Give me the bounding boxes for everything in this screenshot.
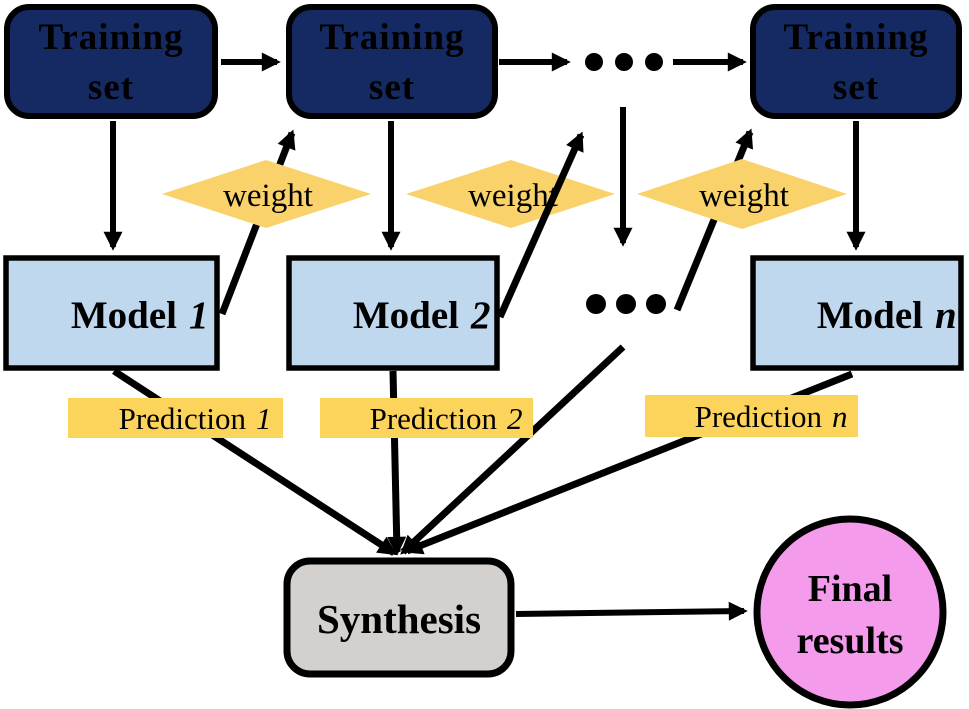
training-set-1-box [4,4,218,119]
svg-text:Training: Training [319,17,464,58]
svg-text:n: n [935,294,957,337]
model-n-label: Model n [817,294,957,337]
ellipsis-middle [586,294,666,314]
prediction-1-index: 1 [256,401,272,436]
line-ellipsis-synthesis [400,344,626,555]
training-set-2-label: Training set [319,17,464,108]
weight-3-label: weight [699,178,789,214]
prediction-2-label-box [320,398,533,438]
model-2-box [286,255,500,371]
prediction-n-index: n [832,399,848,434]
model-n-box [750,255,964,371]
svg-text:Training: Training [783,17,928,58]
weight-1-label: weight [223,178,313,214]
svg-text:2: 2 [470,294,491,337]
svg-text:set: set [833,67,879,108]
prediction-2-index: 2 [507,401,523,436]
synthesis-box [283,557,515,678]
svg-text:set: set [369,67,415,108]
svg-text:Training: Training [38,17,183,58]
weight-diamond-1 [162,160,371,228]
model-1-box [3,255,220,371]
training-set-3-label: Training set [783,17,928,108]
model-2-label: Model 2 [353,294,491,337]
training-set-3-box [750,4,962,119]
synthesis-label: Synthesis [317,596,481,642]
arrow-model2-weight2-up [496,131,585,319]
svg-text:Model: Model [817,294,923,337]
prediction-2-text: Prediction [370,401,498,436]
svg-text:1: 1 [189,294,209,337]
svg-text:set: set [88,67,134,108]
model-1-label: Model 1 [71,294,209,337]
final-results-label: Final results [797,568,904,662]
prediction-n-text: Prediction [695,399,823,434]
svg-text:Model: Model [71,294,177,337]
training-set-1-label: Training set [38,17,183,108]
ellipsis-top [585,53,663,71]
weight-2-label: weight [468,178,558,214]
arrow-synthesis-final [515,601,748,621]
weight-diamond-3 [637,159,847,229]
svg-text:results: results [797,620,904,662]
svg-text:Model: Model [353,294,459,337]
svg-text:Final: Final [808,568,892,610]
prediction-1-label-box [68,398,283,438]
prediction-n-label-box [645,395,858,437]
training-set-2-box [286,4,498,119]
final-results-circle [753,515,947,709]
prediction-1-text: Prediction [119,401,247,436]
